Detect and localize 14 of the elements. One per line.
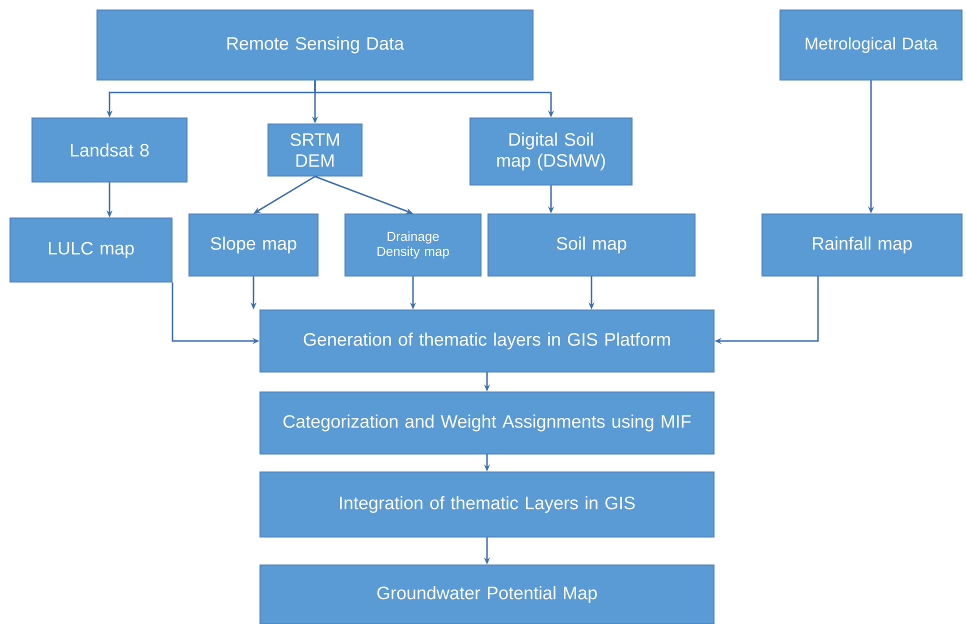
process-box: Generation of thematic layers in GIS Platform — [260, 310, 714, 372]
process-box: Rainfall map — [762, 214, 962, 276]
process-box: Integration of thematic Layers in GIS — [260, 472, 714, 538]
process-box: Digital Soil map (DSMW) — [470, 118, 632, 186]
process-box: Soil map — [488, 214, 696, 276]
process-box: Landsat 8 — [32, 118, 188, 182]
process-box: Groundwater Potential Map — [260, 564, 714, 624]
process-box: Remote Sensing Data — [96, 10, 534, 80]
process-box: SRTM DEM — [268, 124, 362, 176]
process-box: LULC map — [10, 218, 172, 282]
process-box: Metrological Data — [780, 10, 962, 80]
process-box: Drainage Density map — [344, 214, 482, 276]
process-box: Slope map — [188, 214, 318, 276]
process-box: Categorization and Weight Assignments using MIF — [260, 392, 714, 454]
